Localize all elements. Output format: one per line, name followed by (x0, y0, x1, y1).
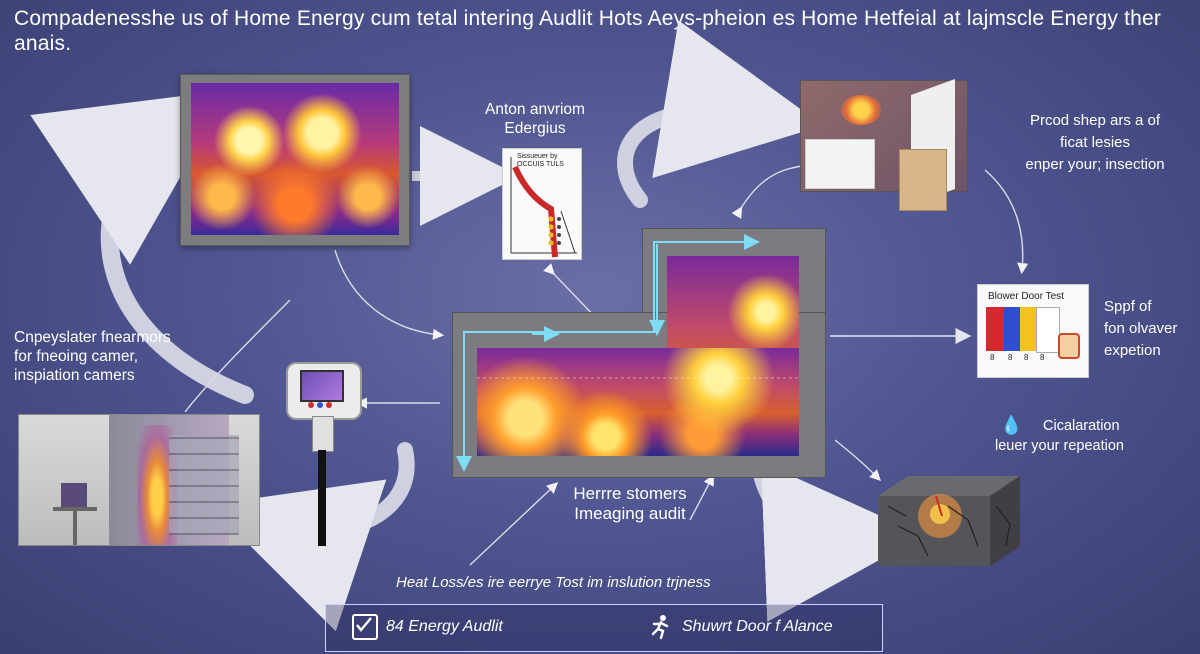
blower-value-1: 8 (990, 353, 995, 362)
blower-value-2: 8 (1008, 353, 1013, 362)
label-center-bottom: Herrre stomers Imeaging audit (573, 484, 687, 523)
label-right-lower: Cicalaration leuer your repeation (995, 418, 1124, 454)
label-top-center: Anton anvriom Edergius (485, 101, 585, 137)
checkbox-check-icon (352, 614, 378, 640)
blower-bar-blue (1004, 307, 1020, 351)
mini-chart-graphic (510, 157, 577, 258)
blower-door-button[interactable]: Shuwrt Door f Alance (648, 612, 833, 642)
mini-chart-dots (548, 216, 561, 246)
airflow-lines (456, 234, 799, 472)
label-top-right: Prcod shep ars a of ficat lesies enper y… (1025, 112, 1165, 173)
blower-bar-white (1036, 307, 1060, 353)
curved-arrow-top (617, 20, 824, 208)
running-person-icon (648, 614, 674, 640)
line-bottom-to-main2 (689, 474, 714, 521)
line-main-to-block (834, 439, 881, 481)
thermal-image-panel (180, 74, 410, 246)
blower-bar-red (986, 307, 1004, 351)
blower-bar-yellow (1020, 307, 1036, 351)
line-label-to-room (184, 299, 291, 413)
bottom-action-bar (325, 604, 883, 652)
main-thermal-panel (452, 228, 826, 478)
label-bottom-line: Heat Loss/es ire eerrye Tost im inslutio… (396, 574, 711, 591)
blower-value-4: 8 (1040, 353, 1045, 362)
cracked-wall-block (878, 476, 1020, 566)
blower-door-label: Shuwrt Door f Alance (682, 618, 833, 635)
line-top-right-to-blower (984, 169, 1029, 275)
energy-audit-label: 84 Energy Audlit (386, 618, 503, 635)
insulation-box-image (800, 78, 968, 211)
page-title: Compadenesshe us of Home Energy cum teta… (14, 7, 1162, 55)
label-left-mid: Cnpeyslater fnearmors for fneoing camer,… (14, 329, 171, 384)
energy-audit-button[interactable]: 84 Energy Audlit (352, 612, 503, 642)
blower-value-3: 8 (1024, 353, 1029, 362)
water-drops-icon: 💧 (1000, 415, 1023, 435)
gauge-icon (1058, 333, 1080, 359)
mini-chart-card: Sissueuer by OCCUIS TULS (502, 148, 582, 260)
blower-card-title: Blower Door Test (988, 291, 1064, 302)
curved-arrow-bottom-left (209, 442, 415, 632)
curved-arrow-left (30, 89, 254, 404)
blower-door-card: Blower Door Test 8 8 8 8 (977, 284, 1089, 378)
mini-chart-title: Sissueuer by OCCUIS TULS (517, 153, 564, 168)
curved-arrow-bottom-right (752, 461, 924, 622)
line-bottom-to-main (469, 482, 559, 566)
thermal-camera (286, 362, 362, 552)
line-panel-to-main (334, 249, 445, 340)
room-scan-image (18, 414, 260, 546)
label-right-mid: Sppf of fon olvaver expetion (1104, 298, 1178, 359)
thermal-image (191, 83, 399, 235)
